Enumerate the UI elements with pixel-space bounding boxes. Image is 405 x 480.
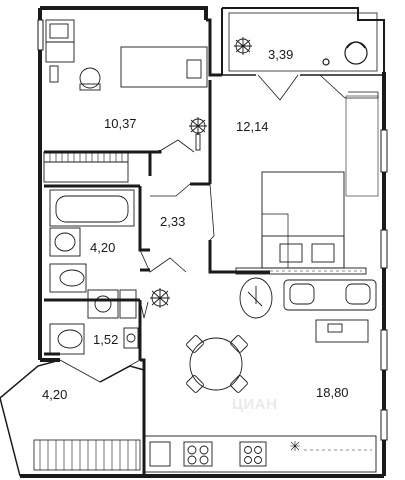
area-label-balcony-left: 4,20 <box>42 387 68 402</box>
windows <box>37 19 388 441</box>
doors <box>59 139 215 383</box>
wc-fixtures <box>49 323 139 355</box>
bathroom-fixtures <box>49 189 137 319</box>
plant-icon <box>234 37 252 55</box>
area-label-bedroom: 12,14 <box>236 119 269 134</box>
plant-icon <box>189 117 207 151</box>
area-label-living-kitchen: 18,80 <box>316 385 349 400</box>
room-10-37-furniture <box>43 19 208 183</box>
interior-walls <box>44 18 270 476</box>
plant-icon <box>150 288 170 308</box>
living-kitchen-furniture <box>143 277 377 473</box>
balcony-top <box>221 7 385 101</box>
area-label-room-left: 10,37 <box>104 116 137 131</box>
area-label-wc: 1,52 <box>93 332 119 347</box>
watermark: ЦИАН <box>232 396 278 413</box>
area-label-hall: 2,33 <box>160 214 186 229</box>
bedroom-furniture <box>235 95 379 275</box>
area-label-balcony-top: 3,39 <box>268 47 294 62</box>
area-label-bathroom: 4,20 <box>90 240 116 255</box>
balcony-left <box>0 359 145 477</box>
